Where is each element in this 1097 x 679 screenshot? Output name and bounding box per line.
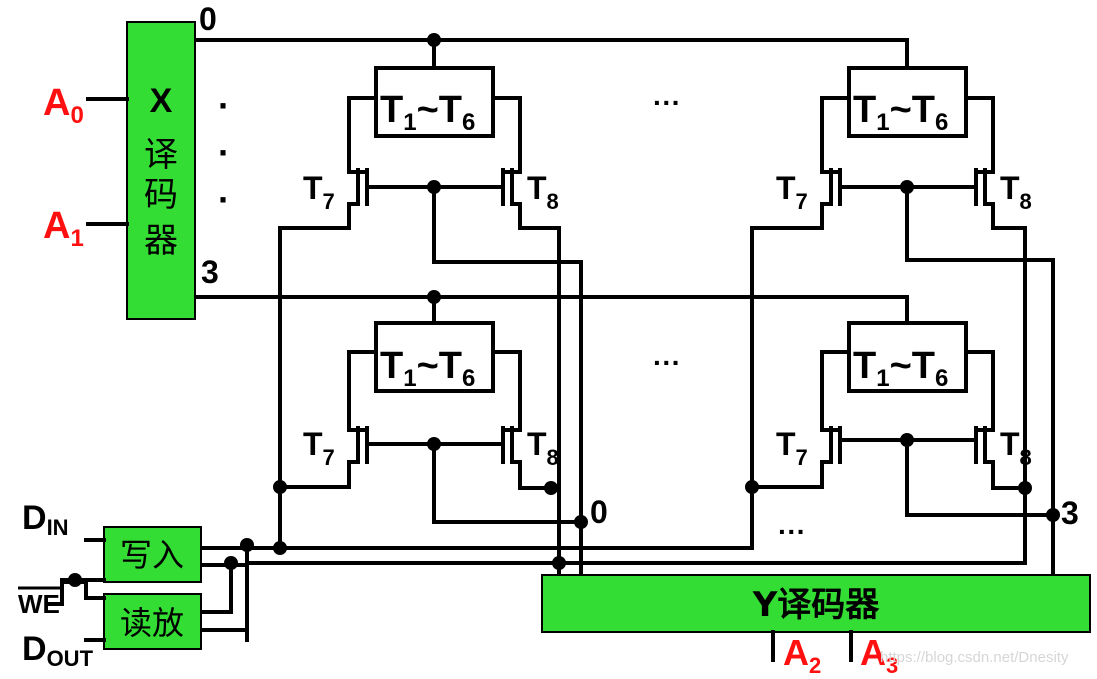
- transistor-label-t8: T8: [527, 170, 559, 214]
- t1-t6-block: [374, 321, 495, 393]
- transistor-label-t7: T7: [303, 170, 335, 214]
- write-amplifier-block: [103, 526, 202, 583]
- watermark: https://blog.csdn.net/Dnesity: [880, 649, 1069, 666]
- ellipsis-row0: ···: [653, 87, 681, 118]
- x-decoder-char-1: 译: [144, 135, 178, 175]
- column-label-0: 0: [590, 494, 608, 530]
- address-input-a2: A2: [783, 632, 821, 678]
- address-input-a0: A0: [43, 82, 84, 129]
- t1-t6-block: [847, 66, 968, 138]
- t1-t6-block: [374, 66, 495, 138]
- y-decoder-label: Y译码器: [752, 585, 881, 625]
- data-in-label: DIN: [22, 499, 69, 540]
- t1-t6-block: [847, 321, 968, 393]
- x-decoder-char-2: 码: [144, 175, 178, 215]
- write-enable-label: WE: [18, 589, 60, 619]
- vertical-dot-2: ·: [218, 132, 230, 173]
- write-amplifier-label: 写入: [120, 536, 184, 574]
- x-decoder-label: X: [150, 82, 173, 120]
- cell-label-t1-t6: T1~T6: [853, 345, 948, 392]
- address-input-a3: A3: [860, 632, 898, 678]
- y-decoder-block: [541, 574, 1091, 633]
- vertical-dot-3: ·: [218, 179, 230, 220]
- x-decoder-block: [126, 21, 196, 320]
- ellipsis-columns: ···: [778, 516, 806, 547]
- transistor-label-t7: T7: [776, 426, 808, 470]
- transistor-label-t8: T8: [1000, 170, 1032, 214]
- memory-cell-r0-c3: [750, 66, 1055, 262]
- ellipsis-row3: ···: [653, 347, 681, 378]
- read-amplifier-block: [103, 593, 202, 650]
- row-label-0: 0: [199, 1, 217, 37]
- junction-dot: [427, 33, 441, 47]
- row-label-3: 3: [201, 254, 219, 290]
- transistor-label-t7: T7: [776, 170, 808, 214]
- word-line-0: [193, 38, 909, 70]
- cell-label-t1-t6: T1~T6: [380, 345, 475, 392]
- memory-cell-r3-c0: [278, 321, 583, 524]
- data-out-label: DOUT: [22, 630, 94, 671]
- x-decoder-char-3: 器: [144, 221, 178, 261]
- transistor-label-t8: T8: [527, 426, 559, 470]
- cell-label-t1-t6: T1~T6: [380, 89, 475, 136]
- word-line-3: [193, 295, 909, 325]
- column-label-3: 3: [1061, 495, 1079, 531]
- cell-label-t1-t6: T1~T6: [853, 89, 948, 136]
- memory-cell-r3-c3: [750, 321, 1055, 517]
- memory-cell-r0-c0: [278, 66, 583, 264]
- transistor-label-t7: T7: [303, 426, 335, 470]
- vertical-dot-1: ·: [218, 85, 230, 126]
- junction-dot: [427, 290, 441, 304]
- data-bus-b: [199, 561, 1027, 567]
- transistor-label-t8: T8: [1000, 426, 1032, 470]
- read-amplifier-label: 读放: [120, 604, 184, 642]
- address-input-a1: A1: [43, 205, 84, 252]
